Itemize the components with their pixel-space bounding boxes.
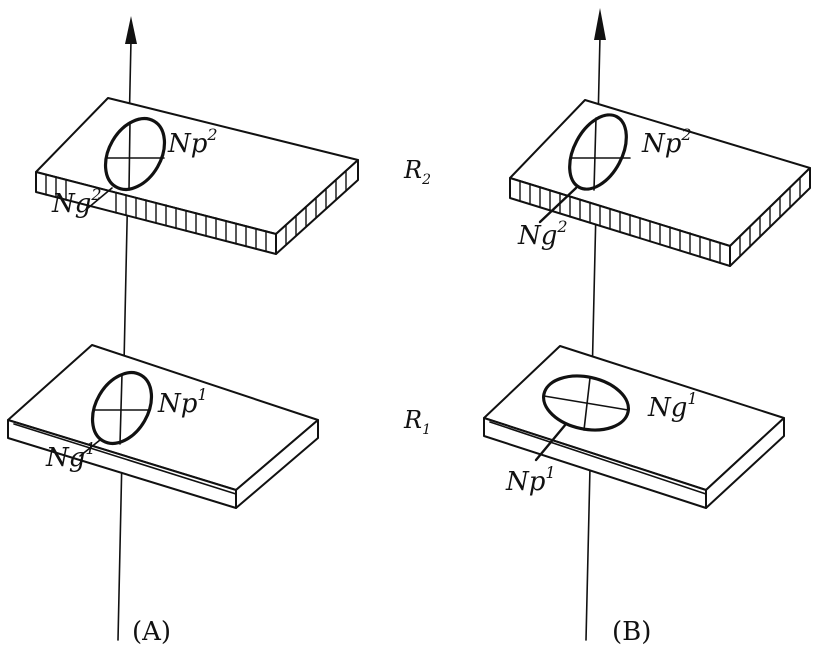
ng2-pointer-a xyxy=(87,187,113,209)
ng2-pointer-b xyxy=(538,186,578,224)
indicatrix-axis-np2-b xyxy=(593,117,597,191)
upper-plate-hatching-a xyxy=(45,170,347,252)
label-ng2-a: Ng2 xyxy=(51,185,102,219)
indicatrix-ellipse-lower-a xyxy=(90,371,154,445)
label-np2-b: Np2 xyxy=(641,125,692,159)
lower-plate-a: Np1 Ng1 xyxy=(7,344,319,509)
indicatrix-axis-ng1-b xyxy=(543,395,629,411)
upper-plate-b: Np2 Ng2 xyxy=(509,99,811,267)
caption-b: (B) xyxy=(612,617,651,646)
label-np1-a: Np1 xyxy=(157,385,208,419)
upper-plate-hatching-b xyxy=(519,177,801,264)
indicatrix-ellipse-upper-b xyxy=(568,113,628,191)
indicatrix-axis-np2-a xyxy=(128,121,131,191)
panel-a: Np2 Ng2 Np1 Ng1 (A) xyxy=(7,16,359,646)
row-label-r1: R1 xyxy=(403,406,431,438)
label-ng1-b: Ng1 xyxy=(647,389,698,423)
axis-arrowhead-a xyxy=(125,16,137,44)
label-ng1-a: Ng1 xyxy=(45,439,96,473)
indicatrix-ellipse-lower-b xyxy=(541,374,631,432)
indicatrix-axis-np1-b xyxy=(583,377,591,431)
label-np1-b: Np1 xyxy=(505,463,556,497)
lower-plate-side-b xyxy=(705,417,785,509)
caption-a: (A) xyxy=(132,617,171,646)
lower-plate-b: Ng1 Np1 xyxy=(483,345,785,509)
np1-pointer-b xyxy=(534,422,568,462)
indicatrix-ellipse-upper-a xyxy=(103,117,167,191)
lower-plate-bevel-b xyxy=(489,421,707,495)
lower-plate-bevel-a xyxy=(13,423,237,495)
panel-b: Np2 Ng2 Ng1 Np1 (B) xyxy=(483,8,811,646)
row-label-r2: R2 xyxy=(403,156,431,188)
indicatrix-axis-np1-a xyxy=(119,373,123,445)
lower-plate-side-a xyxy=(235,419,319,509)
upper-plate-a: Np2 Ng2 xyxy=(35,97,359,255)
ng1-pointer-a xyxy=(79,439,101,457)
label-ng2-b: Ng2 xyxy=(517,217,568,251)
axis-arrowhead-b xyxy=(594,8,606,40)
label-np2-a: Np2 xyxy=(167,125,218,159)
